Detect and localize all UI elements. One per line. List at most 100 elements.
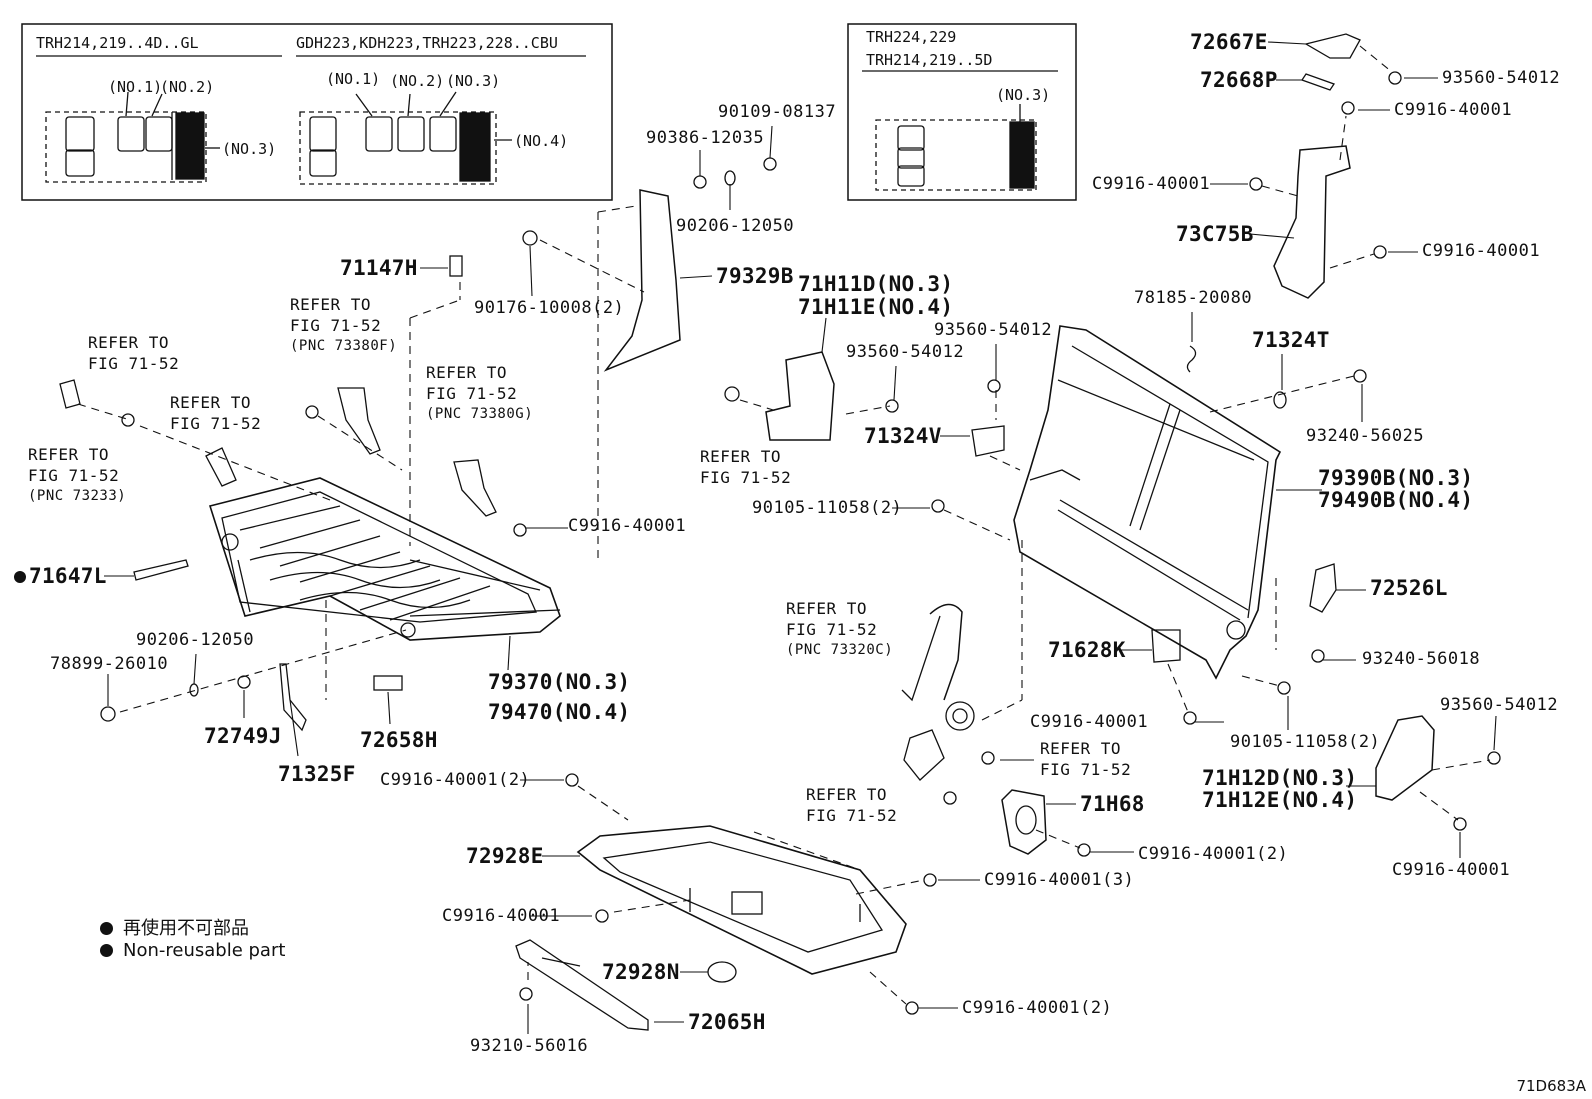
seat-cushion-frame (208, 477, 561, 641)
part-label-71H12E: 71H12E(NO.4) (1202, 788, 1358, 812)
legend-japanese: 再使用不可部品 (100, 914, 249, 940)
part-label-78185: 78185-20080 (1134, 288, 1253, 308)
part-label-72526L: 72526L (1370, 576, 1448, 600)
inset-left2-no3: (NO.3) (446, 72, 501, 90)
part-label-72668P: 72668P (1200, 68, 1278, 92)
part-label-93240-56025: 93240-56025 (1306, 426, 1425, 446)
part-label-79390B: 79390B(NO.3) (1318, 466, 1474, 490)
part-label-79370: 79370(NO.3) (488, 670, 631, 694)
inset-right-no3: (NO.3) (996, 86, 1051, 104)
inset-left-no3: (NO.3) (222, 140, 277, 158)
part-label-93560-54012-a: 93560-54012 (1442, 68, 1561, 88)
part-label-90109: 90109-08137 (718, 102, 837, 122)
seatback-frame (1013, 325, 1282, 680)
non-reusable-dot (14, 571, 26, 583)
part-label-72065H: 72065H (688, 1010, 766, 1034)
part-label-90206-a: 90206-12050 (676, 216, 795, 236)
part-label-71H11D: 71H11D(NO.3) (798, 272, 954, 296)
part-71324V (971, 425, 1005, 457)
dashed-leaders (77, 45, 1491, 1005)
part-label-C9916-2a: C9916-40001(2) (380, 770, 531, 790)
part-label-71647L-text: 71647L (29, 564, 107, 588)
plate-71H11D (765, 351, 835, 441)
part-label-73C75B: 73C75B (1176, 222, 1254, 246)
part-label-93210: 93210-56016 (470, 1036, 589, 1056)
fasteners (100, 71, 1501, 1015)
part-71628K (1151, 629, 1181, 663)
part-label-72928E: 72928E (466, 844, 544, 868)
part-label-C9916-f: C9916-40001 (442, 906, 561, 926)
legend-japanese-text: 再使用不可部品 (123, 918, 249, 939)
part-72658H (373, 675, 403, 691)
part-label-C9916-2b: C9916-40001(2) (962, 998, 1113, 1018)
part-label-72658H: 72658H (360, 728, 438, 752)
inset-right-title-1: TRH224,229 (866, 28, 957, 46)
part-label-C9916-a: C9916-40001 (1394, 100, 1513, 120)
part-label-93240-56018: 93240-56018 (1362, 649, 1481, 669)
solid-leaders (104, 41, 1497, 1034)
inset-right (847, 23, 1077, 201)
part-label-C9916-d: C9916-40001 (1030, 712, 1149, 732)
part-label-93560-54012-c: 93560-54012 (846, 342, 965, 362)
seat-bracket (1273, 145, 1351, 299)
inset-left-title-1: TRH214,219..4D..GL (36, 34, 199, 52)
part-label-C9916-3: C9916-40001(3) (984, 870, 1135, 890)
plate-71H12D (1375, 715, 1435, 801)
part-label-72749J: 72749J (204, 724, 282, 748)
part-71647L (133, 559, 189, 581)
buckle-73380F (337, 387, 381, 455)
inset-left2-no1: (NO.1) (326, 70, 381, 88)
part-label-90206-b: 90206-12050 (136, 630, 255, 650)
part-label-79470: 79470(NO.4) (488, 700, 631, 724)
part-label-71628K: 71628K (1048, 638, 1126, 662)
legend-english: Non-reusable part (100, 940, 285, 961)
part-label-C9916-buckle: C9916-40001 (568, 516, 687, 536)
inset-left2-no4: (NO.4) (514, 132, 569, 150)
part-72526L (1309, 563, 1337, 613)
part-label-72928N: 72928N (602, 960, 680, 984)
part-71324T (1273, 391, 1287, 409)
part-label-71325F: 71325F (278, 762, 356, 786)
part-72668P (1300, 73, 1336, 91)
part-label-71324V: 71324V (864, 424, 942, 448)
part-label-71147H: 71147H (340, 256, 418, 280)
part-label-71324T: 71324T (1252, 328, 1330, 352)
tray-72928E (576, 825, 907, 975)
part-label-93560-54012-d: 93560-54012 (1440, 695, 1559, 715)
inset-left-title-2: GDH223,KDH223,TRH223,228..CBU (296, 34, 558, 52)
legend-english-text: Non-reusable part (123, 940, 286, 961)
part-label-C9916-g: C9916-40001 (1392, 860, 1511, 880)
part-label-93560-54012-b: 93560-54012 (934, 320, 1053, 340)
part-label-C9916-2c: C9916-40001(2) (1138, 844, 1289, 864)
part-label-90105-b: 90105-11058(2) (1230, 732, 1381, 752)
legend-dot-icon (100, 944, 113, 957)
side-bracket (603, 189, 681, 372)
clip-72928N (707, 961, 737, 983)
inset-left-no1: (NO.1) (108, 78, 163, 96)
drawing-code: 71D683A (1516, 1077, 1586, 1095)
inset-left (21, 23, 613, 201)
strap-72065H (515, 939, 649, 1031)
inset-left-no2: (NO.2) (160, 78, 215, 96)
inset-left2-no2: (NO.2) (390, 72, 445, 90)
part-label-71H11E: 71H11E(NO.4) (798, 295, 954, 319)
part-label-90386: 90386-12035 (646, 128, 765, 148)
seatbelt-retractor (901, 603, 975, 781)
part-label-C9916-c: C9916-40001 (1422, 241, 1541, 261)
part-label-71647L: 71647L (14, 566, 107, 587)
part-label-71H68: 71H68 (1080, 792, 1145, 816)
part-label-79329B: 79329B (716, 264, 794, 288)
cover-72667E (1304, 33, 1361, 59)
clip-left (59, 379, 81, 409)
part-label-79490B: 79490B(NO.4) (1318, 488, 1474, 512)
